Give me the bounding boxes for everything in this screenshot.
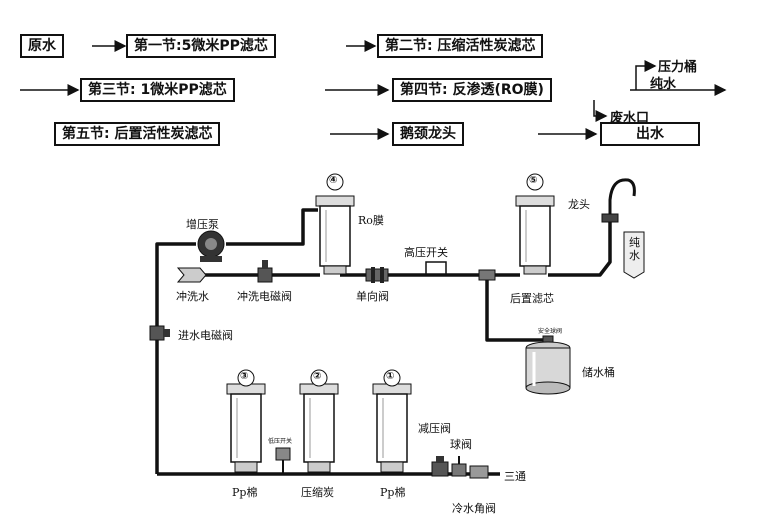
stage4-box: 第四节: 反渗透(RO膜) bbox=[392, 78, 552, 102]
low-pressure-switch-icon bbox=[275, 447, 291, 474]
booster-pump-icon bbox=[197, 230, 225, 262]
safety-ball-valve-label: 安全球阀 bbox=[538, 328, 563, 335]
storage-tank-icon bbox=[525, 335, 571, 395]
raw-water-box: 原水 bbox=[20, 34, 64, 58]
flush-water-outlet-icon bbox=[176, 267, 207, 283]
booster-pump-label: 增压泵 bbox=[186, 218, 219, 231]
storage-tank-label: 储水桶 bbox=[582, 366, 615, 379]
pure-water-tag bbox=[623, 231, 645, 279]
stage1-box: 第一节:5微米PP滤芯 bbox=[126, 34, 276, 58]
pure-water-label: 纯水 bbox=[650, 77, 677, 92]
check-valve-label: 单向阀 bbox=[356, 290, 389, 303]
housing-number-1: ① bbox=[386, 371, 395, 382]
pp-filter-housing-1 bbox=[372, 369, 412, 473]
high-pressure-switch-label: 高压开关 bbox=[404, 246, 448, 259]
filter1-label: Pp棉 bbox=[380, 486, 406, 499]
ro-membrane-housing bbox=[315, 173, 355, 275]
flush-solenoid-label: 冲洗电磁阀 bbox=[237, 290, 292, 303]
faucet-label: 龙头 bbox=[568, 198, 590, 211]
outlet-box: 出水 bbox=[600, 122, 700, 146]
faucet-box: 鹅颈龙头 bbox=[392, 122, 464, 146]
ro-membrane-label: Ro膜 bbox=[358, 214, 384, 227]
housing-number-5: ⑤ bbox=[529, 175, 538, 186]
tee-label: 三通 bbox=[504, 470, 526, 483]
post-filter-housing bbox=[515, 173, 555, 275]
filter3-label: Pp棉 bbox=[232, 486, 258, 499]
ball-valve-label: 球阀 bbox=[450, 438, 472, 451]
pressure-reducing-valve-icon bbox=[431, 456, 449, 477]
pressure-tank-label: 压力桶 bbox=[658, 60, 698, 75]
ball-valve-icon bbox=[451, 456, 467, 477]
pressure-reducing-valve-label: 减压阀 bbox=[418, 422, 451, 435]
housing-number-4: ④ bbox=[329, 175, 338, 186]
filter2-label: 压缩炭 bbox=[301, 486, 334, 499]
stage3-box: 第三节: 1微米PP滤芯 bbox=[80, 78, 235, 102]
housing-number-2: ② bbox=[313, 371, 322, 382]
low-pressure-switch-label: 低压开关 bbox=[268, 438, 293, 445]
tee-icon bbox=[469, 465, 489, 479]
check-valve-icon bbox=[365, 267, 389, 283]
flush-water-label: 冲洗水 bbox=[176, 290, 209, 303]
flush-solenoid-valve-icon bbox=[257, 260, 273, 283]
inlet-solenoid-label: 进水电磁阀 bbox=[178, 329, 233, 342]
stage5-box: 第五节: 后置活性炭滤芯 bbox=[54, 122, 221, 146]
pure-water-tag-label: 纯水 bbox=[629, 236, 640, 262]
cold-angle-valve-label: 冷水角阀 bbox=[452, 502, 496, 515]
stage2-box: 第二节: 压缩活性炭滤芯 bbox=[377, 34, 544, 58]
carbon-filter-housing-2 bbox=[299, 369, 339, 473]
high-pressure-switch-icon bbox=[425, 261, 447, 275]
faucet-icon bbox=[601, 178, 636, 223]
post-filter-label: 后置滤芯 bbox=[510, 292, 554, 305]
inlet-solenoid-valve-icon bbox=[149, 325, 170, 341]
pp-filter-housing-3 bbox=[226, 369, 266, 473]
housing-number-3: ③ bbox=[240, 371, 249, 382]
